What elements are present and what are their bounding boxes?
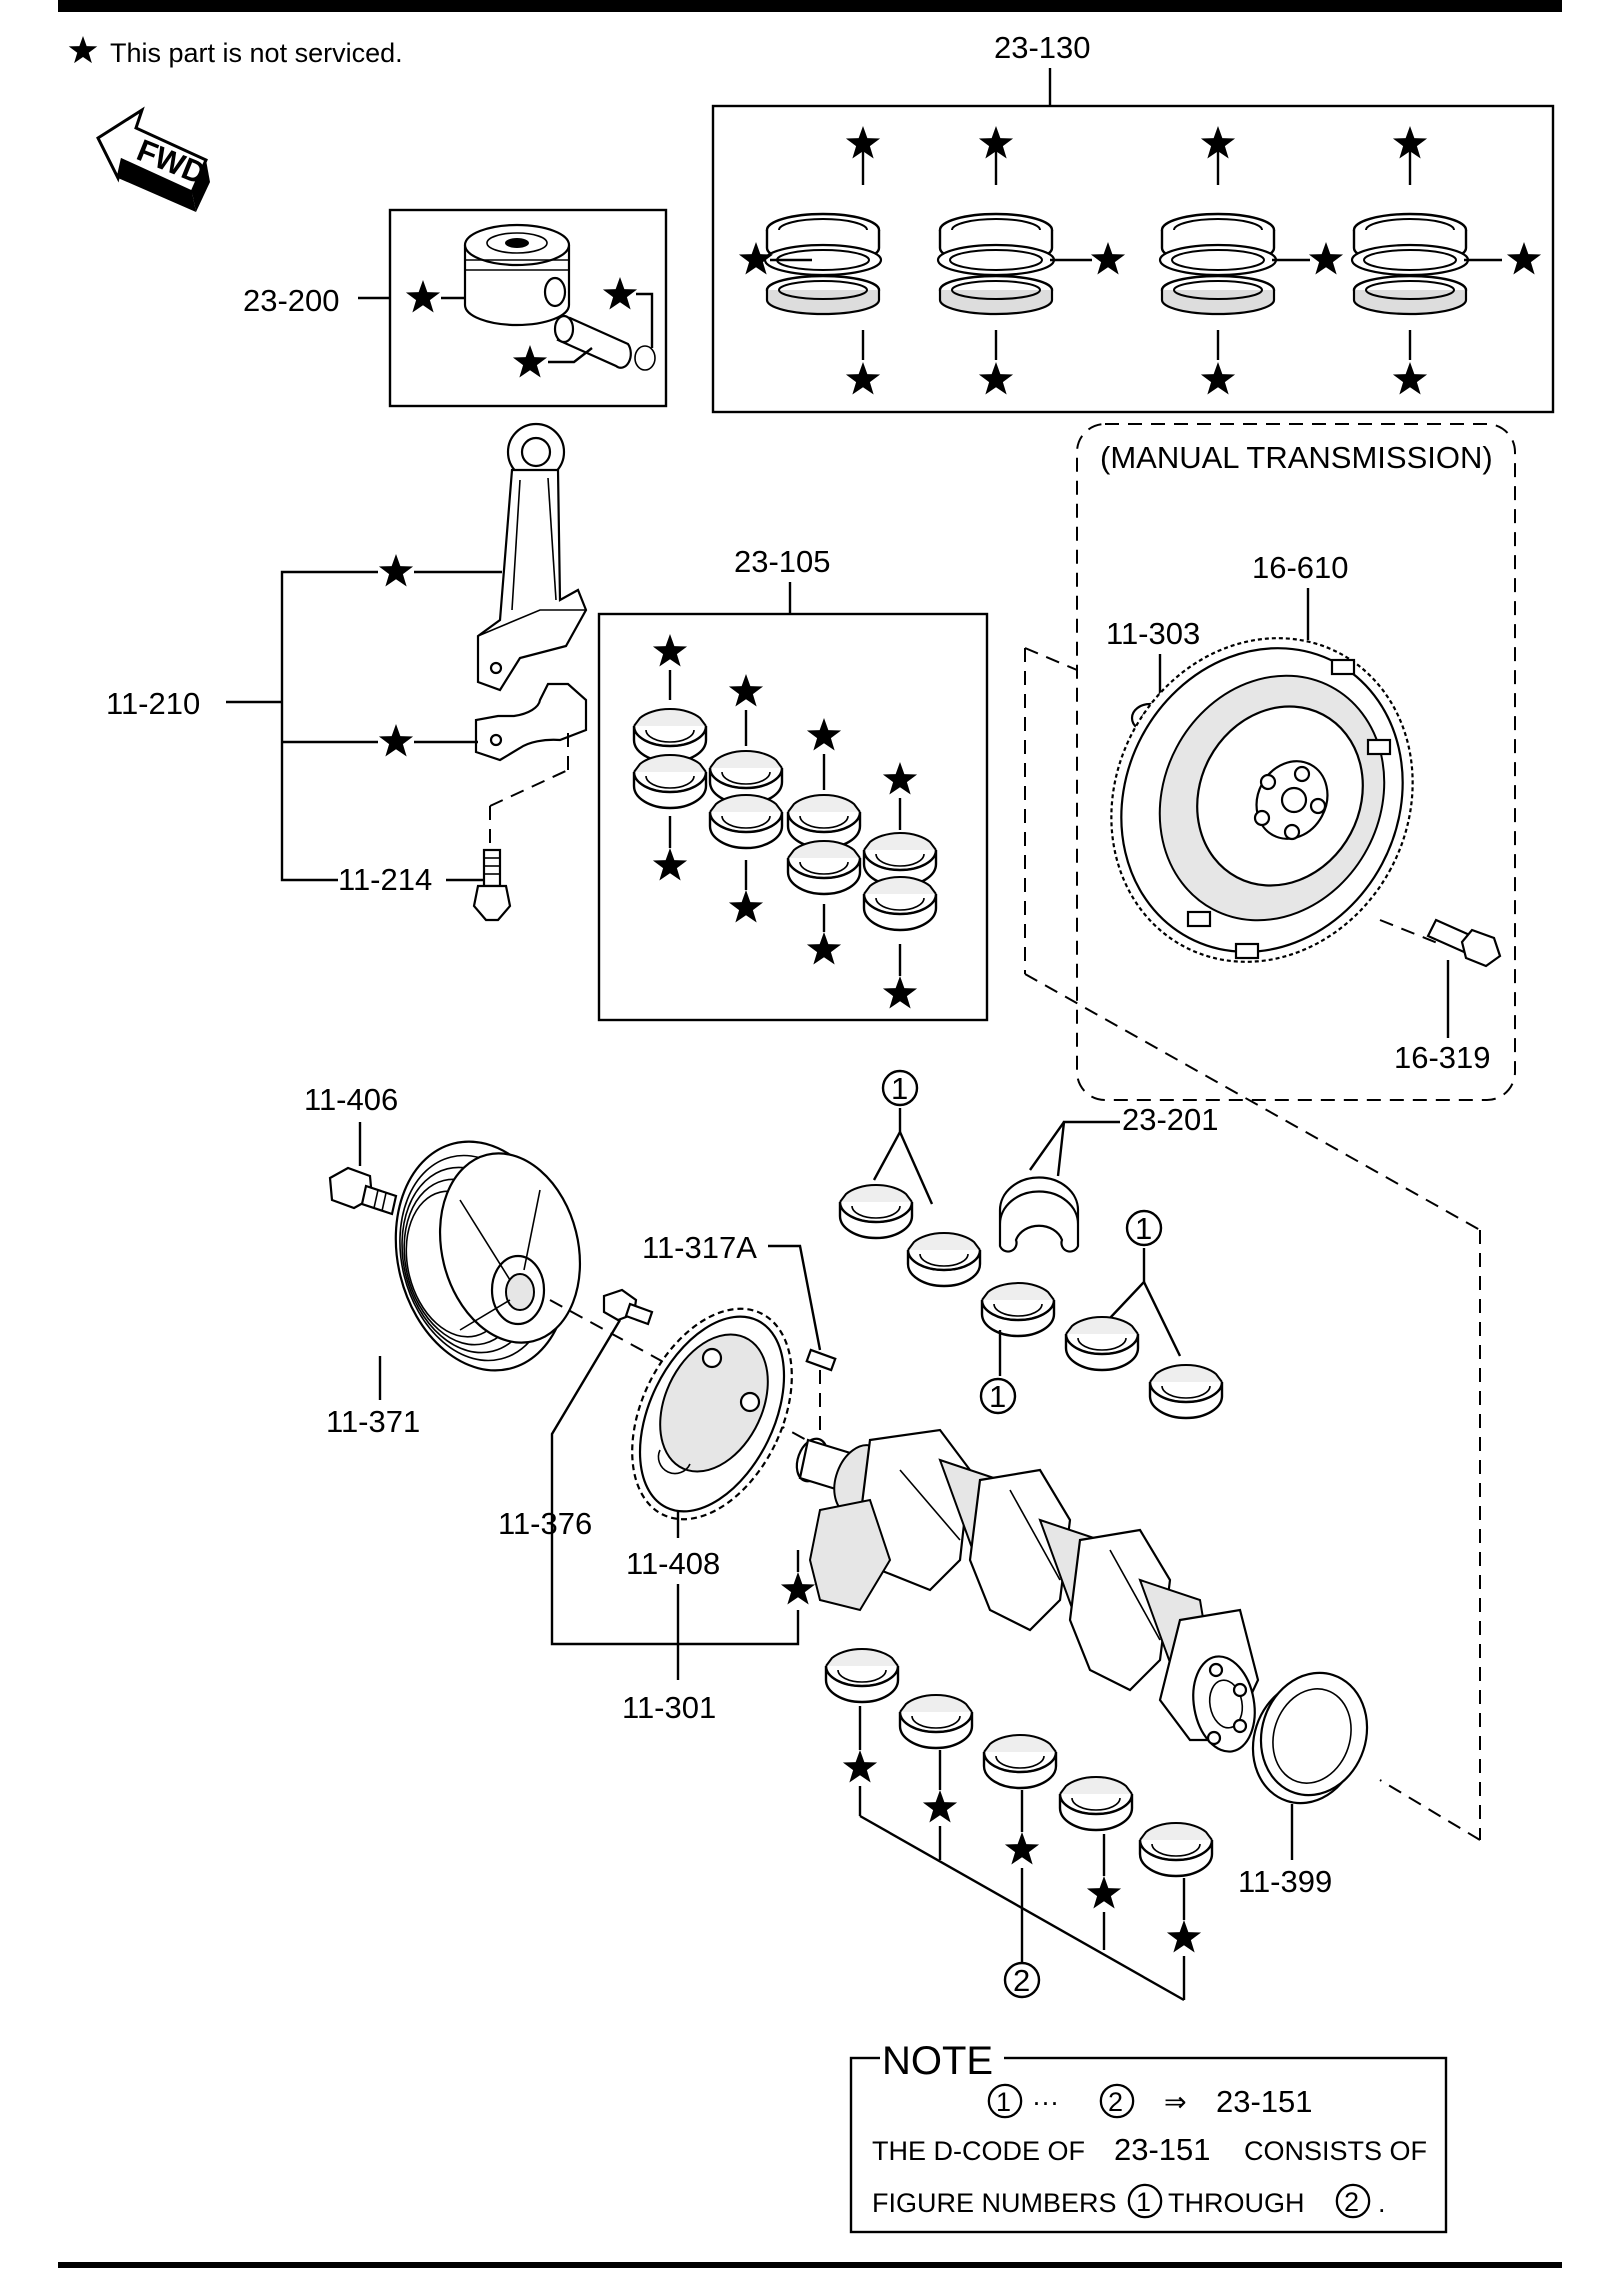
note-title: NOTE <box>882 2039 993 2083</box>
callout-11-317a: 11-317A <box>642 1230 757 1265</box>
callout-16-319: 16-319 <box>1394 1040 1491 1075</box>
star-icon <box>1166 1920 1202 1953</box>
star-icon <box>728 890 764 923</box>
star-icon <box>806 718 842 751</box>
piston-box <box>388 208 668 408</box>
star-icon <box>68 36 98 64</box>
star-icon <box>806 932 842 965</box>
star-icon <box>1200 362 1236 395</box>
callout-11-376: 11-376 <box>498 1506 592 1541</box>
main-bearing-upper <box>980 1281 1056 1338</box>
note-line3-b: THROUGH <box>1168 2188 1305 2218</box>
svg-text:1: 1 <box>996 2087 1011 2117</box>
star-icon <box>1392 362 1428 395</box>
note-arrow: ⇒ <box>1164 2087 1187 2117</box>
main-bearing-lower <box>1138 1821 1214 1878</box>
callout-11-301: 11-301 <box>622 1690 716 1725</box>
star-icon <box>405 280 441 313</box>
manual-transmission-label: (MANUAL TRANSMISSION) <box>1100 440 1493 475</box>
callout-11-399: 11-399 <box>1238 1864 1332 1899</box>
note-line3-a: FIGURE NUMBERS <box>872 2188 1117 2218</box>
note-line2-b: CONSISTS OF <box>1244 2136 1427 2166</box>
main-bearing-lower <box>898 1693 974 1750</box>
svg-text:1: 1 <box>989 1379 1006 1414</box>
callout-16-610: 16-610 <box>1252 550 1349 585</box>
main-bearing-upper <box>1064 1315 1140 1372</box>
piston-ring-sets <box>738 126 1542 395</box>
flywheel <box>1110 637 1414 963</box>
star-icon <box>728 674 764 707</box>
star-icon <box>1308 242 1344 275</box>
svg-text:2: 2 <box>1344 2187 1359 2217</box>
note-line2-a: THE D-CODE OF <box>872 2136 1085 2166</box>
crankshaft <box>795 1428 1260 1753</box>
star-icon <box>882 762 918 795</box>
star-icon <box>652 848 688 881</box>
main-bearing-lower <box>982 1733 1058 1790</box>
main-bearing-upper <box>906 1231 982 1288</box>
piston-ring-set-box <box>711 104 1555 414</box>
star-icon <box>780 1572 816 1605</box>
main-bearing-lower <box>824 1647 900 1704</box>
callout-11-408: 11-408 <box>626 1546 720 1581</box>
note-box <box>849 2056 1448 2234</box>
crankshaft-sprocket <box>631 1307 793 1521</box>
svg-text:1: 1 <box>891 1071 908 1106</box>
flywheel-bolt <box>1426 918 1502 968</box>
star-icon <box>652 634 688 667</box>
rod-bolt <box>472 848 512 922</box>
svg-text:2: 2 <box>1013 1963 1030 1998</box>
callout-23-201: 23-201 <box>1122 1102 1219 1137</box>
main-bearing-upper <box>1148 1363 1224 1420</box>
crankshaft-pulley <box>394 1140 582 1372</box>
callout-11-214: 11-214 <box>338 862 432 897</box>
star-icon <box>378 724 414 757</box>
star-icon <box>602 277 638 310</box>
callout-11-406: 11-406 <box>304 1082 398 1117</box>
svg-text:1: 1 <box>1136 2187 1151 2217</box>
rod-bearing-set <box>632 707 938 932</box>
woodruff-key <box>805 1348 837 1372</box>
rear-oil-seal <box>1251 1671 1369 1805</box>
main-bearing-lower <box>1058 1775 1134 1832</box>
callout-11-210: 11-210 <box>106 686 200 721</box>
note-ellipsis: ··· <box>1032 2087 1059 2117</box>
piston-drawing <box>463 223 656 371</box>
star-icon <box>842 1750 878 1783</box>
note-code: 23-151 <box>1216 2084 1313 2119</box>
note-line3-end: . <box>1378 2188 1386 2218</box>
star-icon <box>1090 242 1126 275</box>
rod-bearing-box <box>597 612 989 1022</box>
pulley-bolt <box>328 1166 398 1216</box>
note-line2-code: 23-151 <box>1114 2132 1211 2167</box>
main-bearing-upper <box>838 1183 914 1240</box>
bottom-border-bar <box>58 2262 1562 2268</box>
svg-text:1: 1 <box>1135 1211 1152 1246</box>
star-icon <box>978 362 1014 395</box>
star-icon <box>845 362 881 395</box>
manual-transmission-group <box>1076 423 1516 1101</box>
callout-23-130: 23-130 <box>994 30 1091 65</box>
callout-11-303: 11-303 <box>1106 616 1200 651</box>
star-icon <box>922 1790 958 1823</box>
thrust-bearing <box>998 1176 1080 1253</box>
callout-23-105: 23-105 <box>734 544 831 579</box>
star-icon <box>1086 1876 1122 1909</box>
callout-11-371: 11-371 <box>326 1404 420 1439</box>
callout-23-200: 23-200 <box>243 283 340 318</box>
connecting-rod <box>474 422 588 762</box>
star-icon <box>882 976 918 1009</box>
star-icon <box>512 345 548 378</box>
top-border-bar <box>58 0 1562 12</box>
star-icon <box>1004 1832 1040 1865</box>
sprocket-bolt <box>602 1288 654 1326</box>
legend-text: This part is not serviced. <box>110 38 403 68</box>
fwd-arrow-icon: FWD <box>96 106 211 212</box>
star-icon <box>378 554 414 587</box>
svg-text:2: 2 <box>1108 2087 1123 2117</box>
star-icon <box>1506 242 1542 275</box>
